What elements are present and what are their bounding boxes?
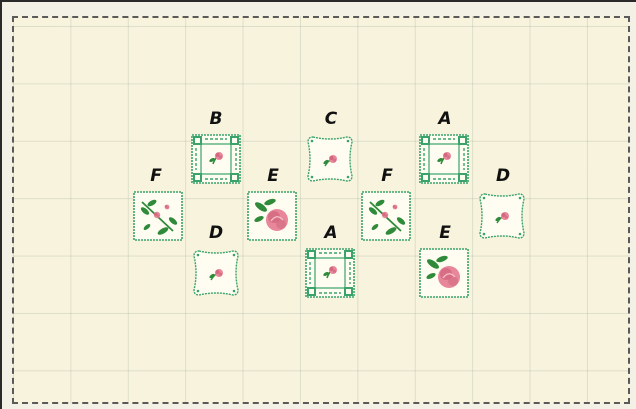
tile-label: D [201, 224, 231, 242]
tile-label: C [316, 110, 346, 128]
tile-scallop-small-rose[interactable] [191, 248, 241, 298]
tile-diagonal-leaf-rose[interactable] [361, 191, 411, 241]
tile-label: E [430, 224, 460, 242]
tile-label: D [488, 167, 518, 185]
tile-large-rose[interactable] [247, 191, 297, 241]
tile-label: F [372, 167, 402, 185]
tile-scallop-small-rose[interactable] [477, 191, 527, 241]
tile-large-rose[interactable] [419, 248, 469, 298]
tile-frame-corner-rose[interactable] [419, 134, 469, 184]
tile-label: A [430, 110, 460, 128]
pattern-canvas: B C A [12, 16, 630, 404]
tile-label: A [316, 224, 346, 242]
tile-label: B [201, 110, 231, 128]
tile-frame-corner-rose[interactable] [191, 134, 241, 184]
tile-label: E [258, 167, 288, 185]
tile-diagonal-leaf-rose[interactable] [133, 191, 183, 241]
tile-frame-corner-rose[interactable] [305, 248, 355, 298]
tile-label: F [141, 167, 171, 185]
tile-scallop-small-rose[interactable] [305, 134, 355, 184]
